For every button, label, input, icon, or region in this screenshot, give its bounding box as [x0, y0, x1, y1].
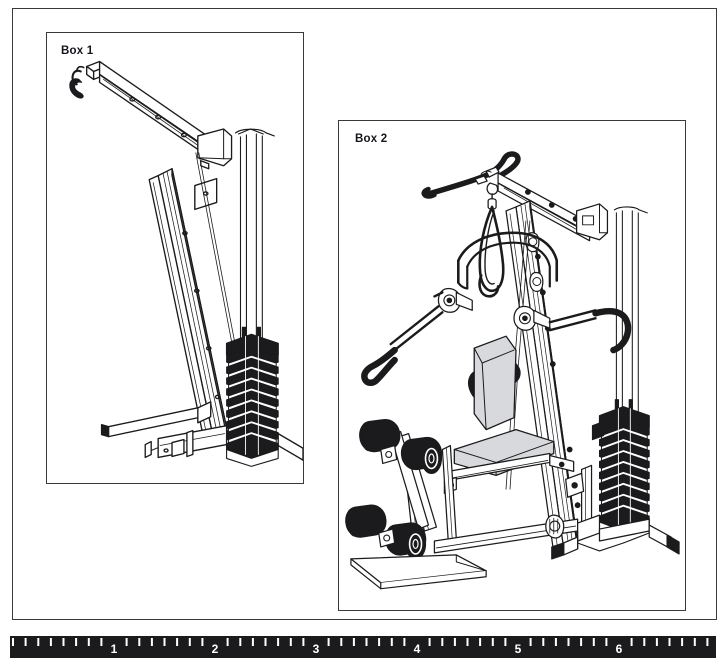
panel-box-2: Box 2 — [338, 120, 686, 611]
box-1-illustration — [47, 33, 303, 483]
panel-box-2-label: Box 2 — [355, 133, 388, 145]
ruler-label: 2 — [212, 642, 219, 656]
ruler-label: 1 — [111, 642, 118, 656]
ruler-label: 4 — [414, 642, 421, 656]
ruler-scale: 1 2 3 4 5 6 — [10, 636, 716, 658]
panel-box-1-label: Box 1 — [61, 45, 94, 57]
ruler-label: 5 — [515, 642, 522, 656]
box-2-illustration — [339, 121, 685, 610]
ruler-label: 6 — [616, 642, 623, 656]
ruler-label: 3 — [313, 642, 320, 656]
panel-box-1: Box 1 — [46, 32, 304, 484]
